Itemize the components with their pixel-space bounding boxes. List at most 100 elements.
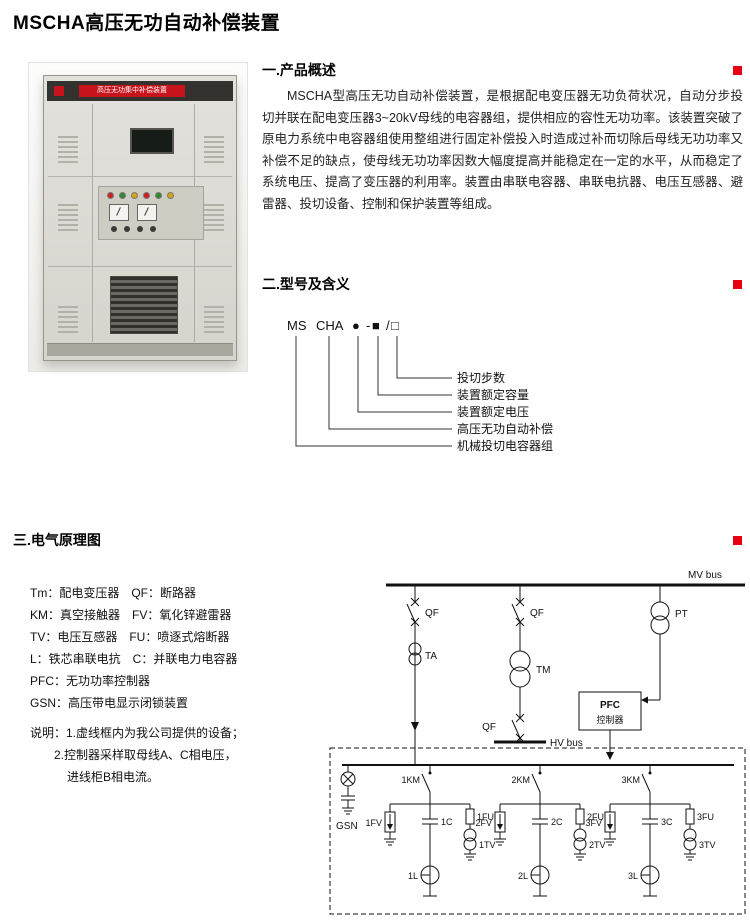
vent-grille	[110, 276, 178, 334]
section-marker-square	[733, 279, 742, 289]
section-heading-model: 二.型号及含义	[262, 274, 742, 294]
gsn-label: GSN	[336, 821, 358, 832]
model-label: 装置额定电压	[457, 404, 529, 419]
fv-label: 2FV	[475, 818, 492, 828]
tm-transformer-icon	[509, 650, 531, 672]
schematic-notes: 说明：1.虚线框内为我公司提供的设备； 2.控制器采样取母线A、C相电压， 进线…	[30, 722, 294, 788]
lamp-yellow	[167, 192, 174, 199]
cap-branch-1-symbol	[383, 764, 477, 897]
note-line: 说明：1.虚线框内为我公司提供的设备；	[30, 726, 245, 740]
model-code-sq2: □	[391, 318, 399, 333]
section-heading-text: 三.电气原理图	[13, 532, 101, 548]
km-label: 3KM	[621, 775, 640, 785]
model-code-dash: -	[366, 318, 370, 333]
c-label: 2C	[551, 817, 563, 827]
vent-slots	[204, 204, 224, 234]
vent-slots	[58, 306, 78, 336]
hv-bus-label: HV bus	[550, 738, 583, 749]
product-photo: 高压无功集中补偿装置	[28, 62, 248, 372]
pt-transformer-icon	[650, 615, 670, 635]
note-line: 进线柜B相电流。	[67, 770, 160, 784]
panel-buttons	[111, 226, 203, 232]
model-code-dot: ●	[352, 318, 360, 333]
cabinet: 高压无功集中补偿装置	[43, 75, 237, 361]
section-marker-square	[733, 535, 742, 545]
control-arrow-icon	[606, 752, 614, 760]
tv-label: 3TV	[699, 840, 716, 850]
legend-item: PFC：无功功率控制器	[30, 674, 151, 688]
qf-breaker-icon	[406, 597, 420, 627]
section-heading-overview: 一.产品概述	[262, 60, 742, 80]
legend-item: KM：真空接触器 FV：氧化锌避雷器	[30, 608, 232, 622]
meter	[109, 204, 129, 221]
lamp-green	[119, 192, 126, 199]
model-label: 投切步数	[457, 370, 505, 385]
legend-item: GSN：高压带电显示闭锁装置	[30, 696, 189, 710]
transformer-branch: QF TM QF HV bus	[482, 585, 583, 749]
ta-label: TA	[425, 651, 437, 662]
cap-branch-3-labels: 3KM 3FV 3FU 3TV 3C 3L	[585, 775, 715, 881]
tv-label: 2TV	[589, 840, 606, 850]
control-panel	[98, 186, 204, 240]
pfc-title-label: PFC	[600, 700, 620, 711]
tm-transformer-icon	[509, 666, 531, 688]
ta-ct-icon	[408, 652, 422, 666]
lamp-red	[143, 192, 150, 199]
vent-slots	[204, 136, 224, 166]
section-heading-schematic: 三.电气原理图	[13, 530, 742, 550]
model-leader-line	[377, 336, 452, 396]
l-label: 2L	[518, 871, 528, 881]
c-label: 1C	[441, 817, 453, 827]
fv-label: 3FV	[585, 818, 602, 828]
cabinet-plinth	[47, 343, 233, 356]
model-label: 装置额定容量	[457, 387, 529, 402]
pfc-controller-box: PFC 控制器	[578, 691, 642, 760]
model-code-ms: MS	[287, 318, 307, 333]
model-code-cha: CHA	[316, 318, 344, 333]
lamp-yellow	[131, 192, 138, 199]
legend-item: L：铁芯串联电抗 C：并联电力电容器	[30, 652, 238, 666]
qf-mid-label: QF	[530, 608, 544, 619]
mv-bus-label: MV bus	[688, 570, 722, 581]
vent-slots	[204, 306, 224, 336]
lamp-green	[155, 192, 162, 199]
model-leader-line	[295, 336, 452, 447]
km-label: 1KM	[401, 775, 420, 785]
cap-branch-2-symbol	[493, 764, 587, 897]
legend-item: Tm：配电变压器 QF：断路器	[30, 586, 196, 600]
note-line: 2.控制器采样取母线A、C相电压，	[54, 748, 237, 762]
signal-arrow-icon	[641, 696, 648, 704]
panel-meters	[109, 204, 203, 221]
flow-arrow-icon	[411, 722, 419, 731]
button	[150, 226, 156, 232]
qf-breaker-icon	[511, 713, 525, 743]
panel-seam	[48, 176, 232, 177]
cabinet-top-band: 高压无功集中补偿装置	[47, 81, 233, 101]
cap-branch-2-labels: 2KM 2FV 2FU 2TV 2C 2L	[475, 775, 605, 881]
model-code-slash: /	[386, 318, 390, 333]
model-leader-line	[357, 336, 452, 413]
button	[137, 226, 143, 232]
model-leader-line	[396, 336, 452, 379]
pt-label: PT	[675, 609, 688, 620]
model-label: 机械投切电容器组	[457, 438, 553, 453]
qf-low-label: QF	[482, 722, 496, 733]
panel-seam	[48, 266, 232, 267]
button	[124, 226, 130, 232]
fu-label: 2FU	[587, 812, 604, 822]
qf-top-label: QF	[425, 608, 439, 619]
schematic-legend: Tm：配电变压器 QF：断路器 KM：真空接触器 FV：氧化锌避雷器 TV：电压…	[30, 582, 294, 714]
page-title: MSCHA高压无功自动补偿装置	[13, 13, 281, 34]
cabinet-nameplate: 高压无功集中补偿装置	[79, 85, 185, 97]
model-designation-diagram: MS CHA ● - ■ / □ 投切步数 装置额定容量 装置额定电压 高压无功…	[287, 318, 553, 453]
model-label: 高压无功自动补偿	[457, 421, 553, 436]
tm-label: TM	[536, 665, 550, 676]
c-label: 3C	[661, 817, 673, 827]
overview-paragraph: MSCHA型高压无功自动补偿装置，是根据配电变压器无功负荷状况，自动分步投切并联…	[262, 89, 743, 211]
cap-branch-3-symbol	[603, 764, 697, 897]
meter	[137, 204, 157, 221]
pt-transformer-icon	[650, 601, 670, 621]
l-label: 1L	[408, 871, 418, 881]
model-code-sq1: ■	[372, 318, 380, 333]
model-leader-line	[328, 336, 452, 430]
